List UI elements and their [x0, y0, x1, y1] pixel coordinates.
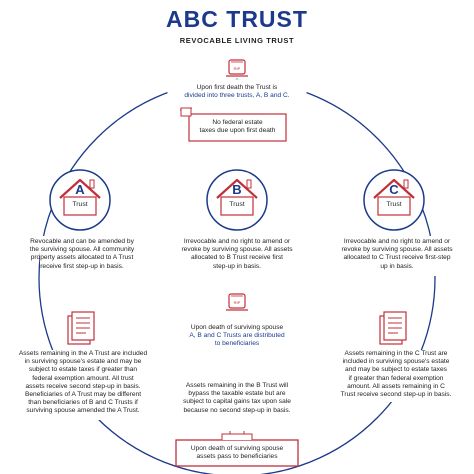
trust-a-after-death-line: surviving spouse amended the A Trust.: [26, 407, 140, 415]
trust-a-description: Revocable and can be amended by the surv…: [22, 238, 142, 271]
tombstone-rip-text-middle: RIP: [234, 300, 241, 305]
trust-c-description: Irrevocable and no right to amend or rev…: [334, 238, 460, 271]
page-subtitle: REVOCABLE LIVING TRUST: [179, 36, 295, 45]
bottom-text: Upon death of surviving spouse assets pa…: [176, 445, 298, 461]
trust-c-letter: C: [389, 182, 399, 197]
middle-text-line3: to beneficiaries: [214, 340, 260, 348]
trust-c-label: Trust: [386, 201, 402, 208]
trust-a-badge: [49, 169, 111, 231]
trust-b-after-death-line: bypass the taxable estate but are: [188, 390, 286, 398]
tombstone-icon-top: RIP: [226, 59, 248, 77]
trust-a-after-death: Assets remaining in the A Trust are incl…: [8, 350, 158, 416]
estate-note-text: No federal estate taxes due upon first d…: [189, 119, 286, 135]
trust-a-after-death-line: Assets remaining in the A Trust are incl…: [18, 350, 148, 357]
top-text-line1: Upon first death the Trust is: [196, 84, 278, 91]
trust-a-after-death-line: subject to estate taxes if greater than: [28, 366, 138, 374]
bottom-box: [175, 431, 299, 467]
bottom-text-line1: Upon death of surviving spouse: [190, 445, 284, 452]
trust-b-label: Trust: [229, 201, 245, 208]
trust-c-after-death-line: included in surviving spouse's estate: [342, 358, 450, 366]
trust-c-after-death-line: and may be subject to estate taxes: [345, 366, 447, 374]
trust-c-after-death-line: amount. All assets remaining in C: [347, 382, 445, 390]
bottom-text-line2: assets pass to beneficiaries: [196, 453, 278, 461]
tombstone-rip-text: RIP: [234, 66, 241, 71]
trust-b-after-death-line: because no second step-up in basis.: [183, 406, 291, 414]
trust-b-description-line: revoke by surviving spouse. All assets: [181, 246, 293, 254]
trust-c-description-line: allocated to C Trust receive first-step: [343, 254, 451, 262]
trust-a-after-death-line: than beneficiaries of B and C Trusts if: [28, 399, 138, 407]
document-icon-left: [67, 311, 95, 345]
estate-note-line2: taxes due upon first death: [199, 127, 276, 135]
trust-b-description: Irrevocable and no right to amend or rev…: [177, 238, 297, 271]
trust-b-after-death: Assets remaining in the B Trust will byp…: [170, 382, 304, 415]
middle-text-line2: A, B and C Trusts are distributed: [189, 332, 285, 340]
trust-c-description-line: revoke by surviving spouse. All assets: [341, 246, 453, 254]
trust-b-description-line: allocated to B Trust receive first: [191, 254, 283, 262]
page-title: ABC TRUST: [166, 6, 308, 32]
trust-a-after-death-line: Beneficiaries of A Trust may be differen…: [24, 391, 142, 399]
trust-b-badge: [206, 169, 268, 231]
trust-a-label: Trust: [72, 201, 88, 208]
middle-text-line1: Upon death of surviving spouse: [190, 324, 284, 331]
trust-a-description-line: property assets allocated to A Trust: [30, 254, 134, 262]
trust-c-after-death-line: if greater than federal exemption: [348, 374, 444, 382]
trust-a-letter: A: [75, 182, 85, 197]
top-text-line2: divided into three trusts, A, B and C.: [184, 92, 290, 100]
top-text: Upon first death the Trust is divided in…: [150, 84, 324, 100]
trust-c-after-death-line: Assets remaining in the C Trust are: [344, 350, 448, 357]
trust-b-after-death-line: subject to capital gains tax upon sale: [183, 398, 291, 406]
trust-a-description-line: the surviving spouse. All community: [29, 246, 135, 254]
top-text-frame: [167, 79, 307, 105]
trust-a-after-death-line: federal exemption amount. All trust: [32, 374, 134, 382]
trust-c-description-line: Irrevocable and no right to amend or: [343, 238, 451, 245]
trust-c-badge: [363, 169, 425, 231]
trust-a-description-line: receive first step-up in basis.: [40, 262, 124, 270]
document-icon-right: [379, 311, 407, 345]
trust-b-description-line: Irrevocable and no right to amend or: [183, 238, 291, 245]
estate-note-box: [179, 107, 287, 142]
trust-a-after-death-line: assets receive second step-up in basis.: [25, 382, 141, 390]
trust-b-description-line: step-up in basis.: [212, 262, 261, 270]
middle-text: Upon death of surviving spouse A, B and …: [170, 324, 304, 349]
trust-b-letter: B: [232, 182, 242, 197]
trust-b-after-death-line: Assets remaining in the B Trust will: [185, 382, 289, 389]
trust-c-after-death: Assets remaining in the C Trust are incl…: [328, 350, 464, 399]
trust-c-description-line: up in basis.: [380, 262, 414, 270]
tombstone-icon-middle: RIP: [226, 293, 248, 311]
trust-a-description-line: Revocable and can be amended by: [30, 238, 134, 245]
trust-c-after-death-line: Trust receive second step-up in basis.: [340, 391, 452, 399]
estate-note-line1: No federal estate: [212, 119, 263, 126]
trust-a-after-death-line: in surviving spouse's estate and may be: [24, 358, 142, 366]
